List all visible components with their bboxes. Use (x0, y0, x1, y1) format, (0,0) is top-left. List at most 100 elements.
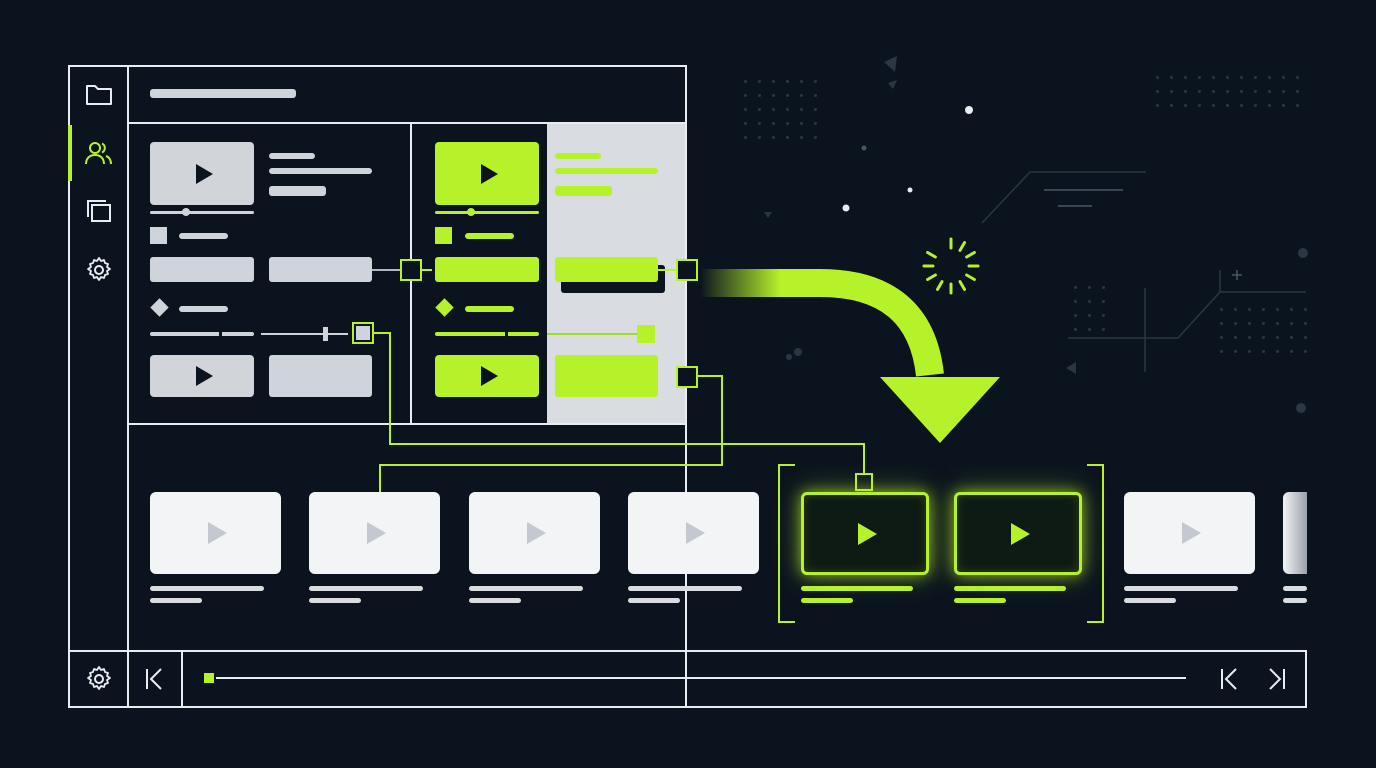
play-icon (195, 366, 213, 386)
background-dot (1184, 76, 1187, 79)
filmstrip-card[interactable] (628, 492, 759, 574)
button-placeholder[interactable] (435, 257, 539, 282)
filmstrip-card[interactable] (150, 492, 281, 574)
background-dot (1198, 76, 1201, 79)
background-dot (758, 80, 761, 83)
background-dot (744, 94, 747, 97)
gear-icon (87, 257, 111, 281)
button-placeholder[interactable] (150, 257, 254, 282)
background-dot (786, 122, 789, 125)
background-dot (1184, 104, 1187, 107)
background-dot (1290, 308, 1293, 311)
background-dot (1276, 350, 1279, 353)
background-dot (1254, 104, 1257, 107)
sidebar-item-folder[interactable] (70, 72, 128, 116)
sidebar-item-users[interactable] (70, 131, 128, 175)
filmstrip-card[interactable] (801, 492, 929, 575)
background-dot (772, 122, 775, 125)
timeline-track[interactable] (213, 677, 1186, 679)
slider-thumb[interactable] (637, 325, 655, 343)
play-icon (480, 163, 498, 184)
slider-line[interactable] (547, 333, 637, 335)
timeline-bar (68, 650, 1307, 708)
filmstrip-card[interactable] (309, 492, 440, 574)
background-dot (1240, 76, 1243, 79)
skip-forward-icon (1269, 668, 1285, 690)
slider-track[interactable] (150, 211, 254, 214)
text-placeholder (269, 186, 326, 196)
connector-node[interactable] (352, 322, 374, 344)
range-split (505, 330, 508, 338)
background-dot (1088, 328, 1091, 331)
background-dot (1290, 322, 1293, 325)
checkbox[interactable] (150, 227, 167, 244)
background-dot (1254, 90, 1257, 93)
timeline-settings-button[interactable] (70, 657, 128, 701)
filmstrip-card[interactable] (1283, 492, 1307, 574)
background-dot (1304, 308, 1307, 311)
text-placeholder (555, 168, 658, 174)
play-icon (480, 366, 498, 386)
range-track[interactable] (435, 332, 539, 336)
range-split (219, 330, 222, 338)
background-dot (744, 136, 747, 139)
filmstrip-card[interactable] (1124, 492, 1255, 574)
content-block-placeholder (269, 355, 372, 397)
slider-thumb[interactable] (467, 208, 475, 216)
sidebar-item-settings[interactable] (70, 248, 128, 292)
background-dot (1290, 336, 1293, 339)
background-dot (772, 108, 775, 111)
filmstrip-card[interactable] (469, 492, 600, 574)
card-caption-placeholder (1283, 586, 1307, 591)
connector-node[interactable] (400, 259, 422, 281)
skip-forward-button[interactable] (1253, 657, 1301, 701)
play-icon (1010, 522, 1030, 545)
video-thumbnail-highlight[interactable] (435, 355, 539, 397)
skip-back-icon (1221, 668, 1237, 690)
background-dot (1276, 308, 1279, 311)
users-icon (85, 142, 112, 165)
background-dot (1268, 104, 1271, 107)
background-dot (1074, 314, 1077, 317)
video-thumbnail-highlight[interactable] (435, 142, 539, 205)
background-dot (1296, 90, 1299, 93)
skip-back-button[interactable] (1205, 657, 1253, 701)
button-placeholder[interactable] (555, 257, 658, 282)
button-placeholder[interactable] (269, 257, 372, 282)
background-dot (1282, 104, 1285, 107)
play-icon (367, 522, 386, 544)
background-dot (1088, 314, 1091, 317)
video-thumbnail[interactable] (150, 355, 254, 397)
checkbox[interactable] (435, 227, 452, 244)
text-placeholder (269, 168, 372, 174)
background-dot (1156, 90, 1159, 93)
background-dot (814, 122, 817, 125)
connector-node[interactable] (855, 473, 873, 491)
slider-thumb[interactable] (182, 208, 190, 216)
background-dot (800, 136, 803, 139)
connector-node[interactable] (676, 366, 698, 388)
header-title-placeholder (150, 89, 296, 98)
filmstrip-card[interactable] (954, 492, 1082, 575)
slider-line[interactable] (261, 333, 348, 335)
sidebar-item-layers[interactable] (70, 189, 128, 233)
range-track[interactable] (150, 332, 254, 336)
background-dot (772, 136, 775, 139)
background-dot (800, 122, 803, 125)
skip-to-start-button[interactable] (127, 657, 181, 701)
background-dot (1282, 76, 1285, 79)
video-thumbnail[interactable] (150, 142, 254, 205)
play-icon (1182, 522, 1201, 544)
card-caption-placeholder (628, 598, 680, 603)
gear-icon (87, 666, 111, 690)
slider-track[interactable] (435, 211, 539, 214)
timeline-playhead[interactable] (202, 671, 216, 685)
content-block-placeholder (555, 355, 658, 397)
slider-thumb[interactable] (323, 327, 328, 341)
selection-brackets (778, 464, 1104, 623)
background-dot (1234, 322, 1237, 325)
background-dot (1212, 104, 1215, 107)
text-placeholder (555, 153, 601, 159)
connector-node[interactable] (676, 259, 698, 281)
card-caption-placeholder (628, 586, 742, 591)
